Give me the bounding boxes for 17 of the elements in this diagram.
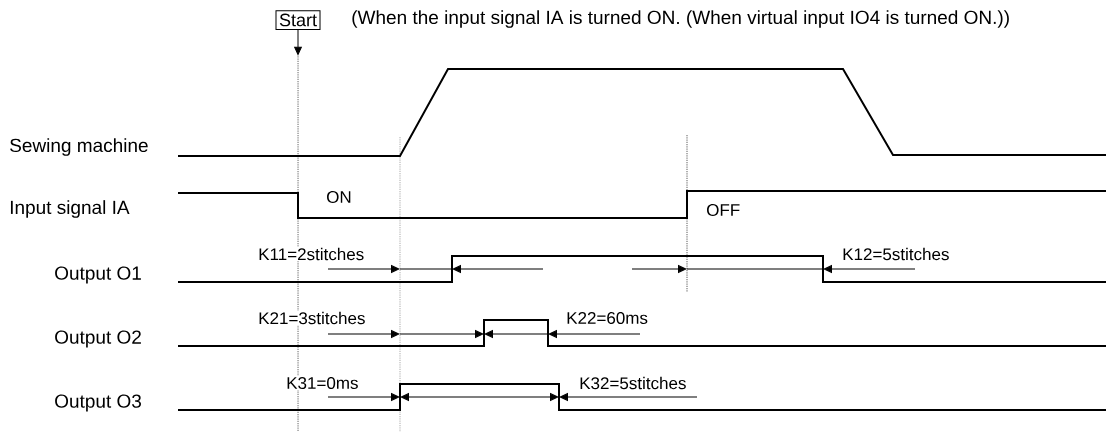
signal-name: Output O2 [53,329,143,349]
parameter-label: K32=5stitches [578,375,688,391]
arrow [294,29,302,56]
note-text: (When the input signal IA is turned ON. (When virtual input IO4 is turned ON.)) [350,9,1012,29]
signal-name: Sewing machine [8,137,150,157]
parameter-label: K22=60ms [565,311,649,325]
parameter-label: K12=5stitches [841,246,951,262]
signal-name: Input signal IA [8,199,131,219]
guide-line [297,55,299,432]
parameter-label: K11=2stitches [257,246,366,262]
start-box: Start [275,10,321,30]
signal-name: Output O3 [53,393,143,413]
state-label: OFF [705,203,742,217]
parameter-label: K31=0ms [285,376,360,390]
signal-name: Output O1 [53,265,143,285]
state-label: ON [325,190,353,204]
parameter-label: K21=3stitches [257,310,367,326]
